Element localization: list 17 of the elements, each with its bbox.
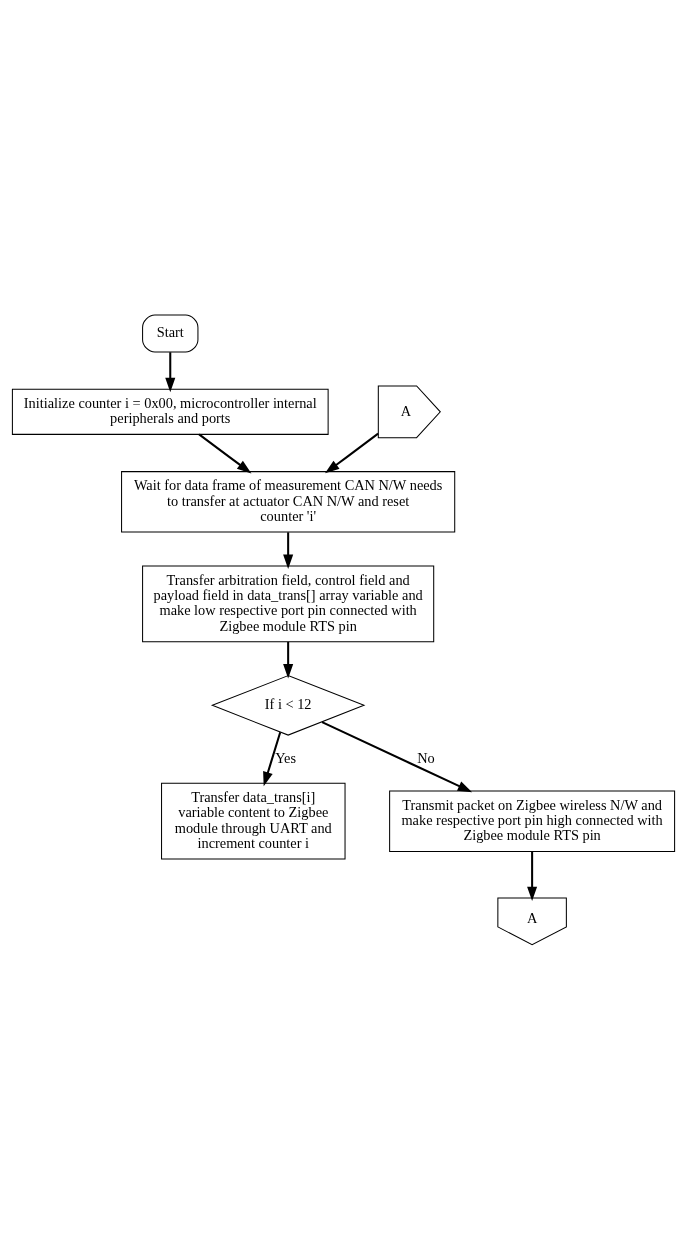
arrow bbox=[527, 850, 538, 901]
arrow bbox=[198, 433, 252, 473]
node-box: Transfer arbitration field, control field and payload field in data_trans[] array variable and make low respective port pin connected with Zigbee module RTS pin bbox=[142, 564, 435, 642]
arrow bbox=[165, 351, 176, 392]
arrow bbox=[321, 720, 473, 792]
node-box: Transmit packet on Zigbee wireless N/W and make respective port pin high connected with Zigbee module RTS pin bbox=[389, 789, 676, 852]
node-box: Start bbox=[142, 314, 199, 352]
arrow bbox=[283, 531, 294, 569]
node-box: Wait for data frame of measurement CAN N/W needs to transfer at actuator CAN N/W and reset counter 'i' bbox=[121, 470, 456, 533]
arrow bbox=[325, 432, 379, 473]
edge-label: No bbox=[417, 749, 435, 766]
arrow bbox=[283, 641, 294, 678]
arrow bbox=[263, 731, 282, 786]
node-box: Initialize counter i = 0x00, microcontroller internal peripherals and ports bbox=[11, 388, 329, 435]
node-diamond: If i < 12 bbox=[210, 674, 366, 736]
edge-label: Yes bbox=[275, 749, 297, 766]
node-box: Transfer data_trans[i] variable content to Zigbee module through UART and increment counter i bbox=[161, 782, 346, 860]
